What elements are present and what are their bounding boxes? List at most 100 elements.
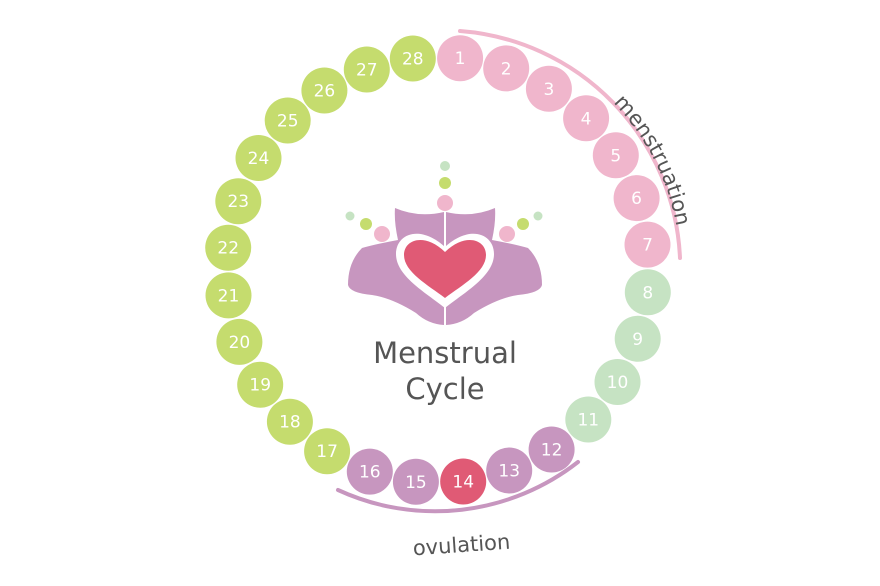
day-number: 11 <box>577 411 599 431</box>
day-circle <box>304 428 351 475</box>
day-circle <box>389 35 436 82</box>
day-2: 2 <box>483 45 530 92</box>
day-circle <box>592 132 639 179</box>
day-number: 26 <box>314 82 336 102</box>
day-circle <box>301 67 348 114</box>
day-15: 15 <box>392 458 439 505</box>
day-number: 19 <box>249 376 271 396</box>
day-number: 27 <box>356 61 378 81</box>
day-number: 10 <box>607 373 629 393</box>
day-number: 1 <box>455 49 466 69</box>
day-circle <box>624 221 671 268</box>
day-circle <box>483 45 530 92</box>
day-circle <box>215 178 262 225</box>
day-number: 5 <box>610 146 621 166</box>
dot-icon <box>374 226 390 242</box>
day-circle <box>614 315 661 362</box>
day-circle <box>237 361 284 408</box>
day-25: 25 <box>264 97 311 144</box>
day-circle <box>624 269 671 316</box>
day-circle <box>525 65 572 112</box>
day-ring: 1234567891011121314151617181920212223242… <box>205 35 671 505</box>
day-28: 28 <box>389 35 436 82</box>
day-circle <box>594 359 641 405</box>
day-circle <box>392 458 439 505</box>
day-number: 9 <box>632 330 643 350</box>
day-21: 21 <box>205 272 252 319</box>
day-circle <box>266 398 313 445</box>
ovulation-arc <box>336 460 580 514</box>
day-number: 7 <box>642 236 653 256</box>
day-circle <box>563 95 610 142</box>
day-6: 6 <box>613 175 660 222</box>
day-number: 21 <box>218 286 240 306</box>
day-19: 19 <box>237 361 284 408</box>
day-number: 8 <box>642 283 653 303</box>
dot-icon <box>499 226 515 242</box>
day-8: 8 <box>624 269 671 316</box>
dot-icon <box>360 218 372 230</box>
day-circle <box>565 396 612 443</box>
day-24: 24 <box>235 135 282 181</box>
dot-icon <box>437 195 453 211</box>
day-number: 25 <box>277 112 299 132</box>
day-circle <box>613 175 660 222</box>
day-number: 24 <box>248 149 270 169</box>
day-13: 13 <box>486 447 533 494</box>
day-26: 26 <box>301 67 348 114</box>
day-23: 23 <box>215 178 262 225</box>
day-7: 7 <box>624 221 671 268</box>
day-number: 18 <box>279 413 301 433</box>
day-5: 5 <box>592 132 639 179</box>
day-27: 27 <box>343 46 390 93</box>
day-17: 17 <box>304 428 351 475</box>
day-11: 11 <box>565 396 612 443</box>
day-number: 22 <box>217 239 239 259</box>
day-1: 1 <box>437 35 484 82</box>
day-number: 2 <box>501 59 512 79</box>
day-14: 14 <box>440 458 487 505</box>
day-circle <box>264 97 311 144</box>
title-line-1: Menstrual <box>373 336 517 370</box>
hands-heart-icon <box>345 161 543 325</box>
ovulation-label: ovulation <box>412 530 511 561</box>
day-12: 12 <box>528 426 575 473</box>
day-16: 16 <box>346 448 393 495</box>
day-9: 9 <box>614 315 661 362</box>
day-4: 4 <box>563 95 610 142</box>
dot-icon <box>345 211 355 221</box>
day-3: 3 <box>525 65 572 112</box>
day-number: 28 <box>402 50 424 70</box>
day-circle <box>205 272 252 319</box>
day-number: 16 <box>359 463 381 483</box>
day-circle <box>440 458 487 505</box>
day-number: 12 <box>541 441 563 461</box>
day-number: 4 <box>581 109 592 129</box>
dot-icon <box>439 177 451 189</box>
heart-icon <box>404 240 486 298</box>
day-circle <box>346 448 393 495</box>
day-18: 18 <box>266 398 313 445</box>
dot-icon <box>533 211 543 221</box>
day-20: 20 <box>216 318 263 365</box>
day-circle <box>343 46 390 93</box>
day-number: 13 <box>498 462 520 482</box>
day-circle <box>528 426 575 473</box>
day-number: 15 <box>405 473 427 493</box>
dot-icon <box>517 218 529 230</box>
day-10: 10 <box>594 359 641 405</box>
title-line-2: Cycle <box>405 372 484 406</box>
day-circle <box>235 135 282 181</box>
day-number: 20 <box>229 333 251 353</box>
day-number: 14 <box>452 473 474 493</box>
day-circle <box>205 224 252 271</box>
day-number: 17 <box>316 442 338 462</box>
day-circle <box>437 35 484 82</box>
day-22: 22 <box>205 224 252 271</box>
day-circle <box>216 318 263 365</box>
day-number: 23 <box>227 192 249 212</box>
day-circle <box>486 447 533 494</box>
dot-icon <box>440 161 450 171</box>
day-number: 3 <box>543 80 554 100</box>
